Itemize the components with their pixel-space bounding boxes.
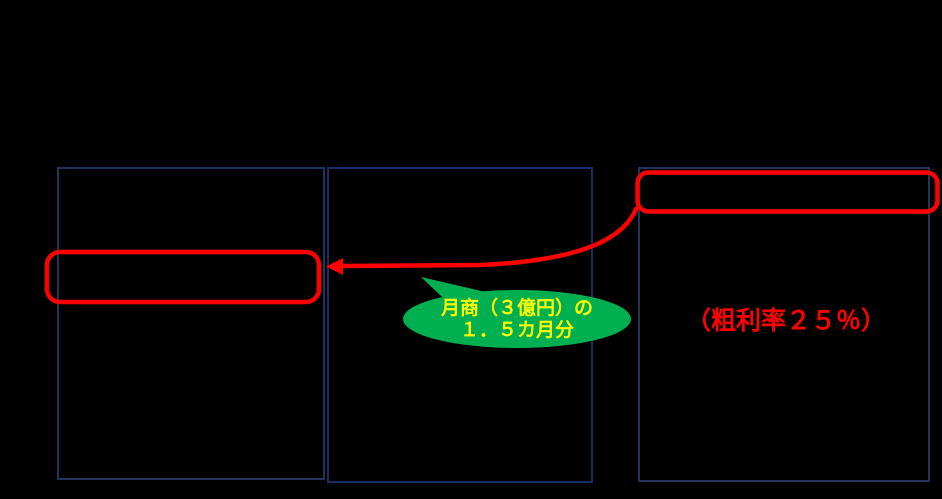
left-box (57, 167, 325, 480)
callout-line-1: 月商（３億円）の (440, 297, 593, 319)
callout-text: 月商（３億円）の １．５カ月分 (402, 297, 632, 341)
gross-margin-label: （粗利率２５％） (685, 306, 886, 335)
right-box (638, 167, 930, 482)
callout-line-2: １．５カ月分 (459, 319, 574, 341)
